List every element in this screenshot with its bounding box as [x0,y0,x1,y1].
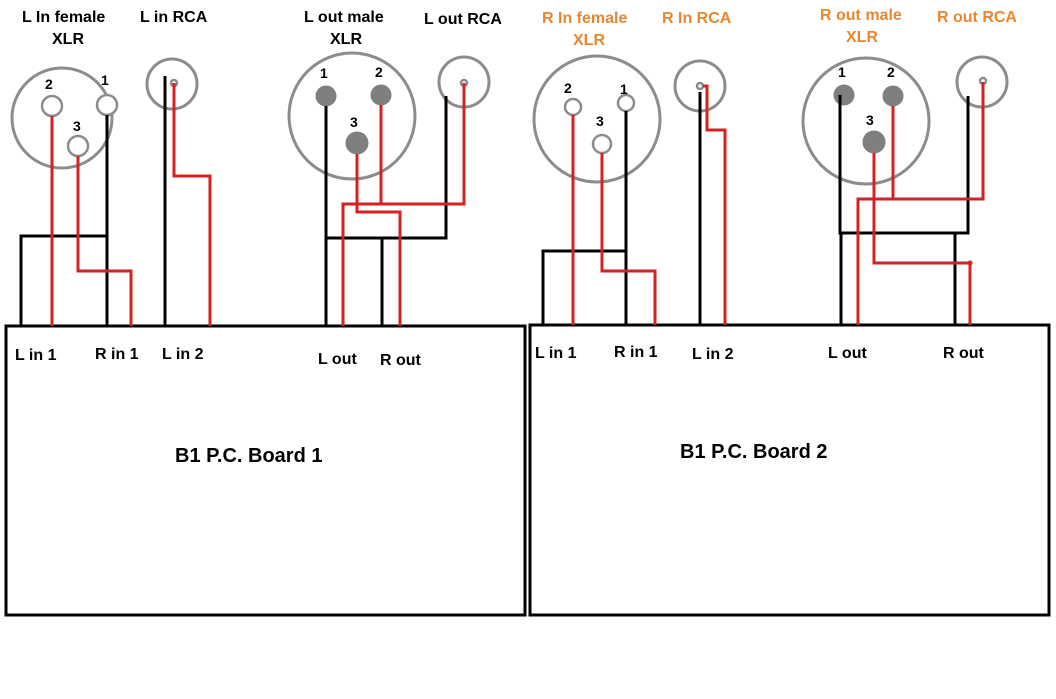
r-out-xlr-pin3-signal-wire [872,153,972,325]
r-in-rca-signal-wire [703,84,727,325]
board-1-terminal-l-out: L out [318,351,357,368]
r-out-xlr-pin-2-label: 2 [887,64,895,80]
l-in-xlr-pin-3-label: 3 [73,118,81,134]
l-out-xlr-pin-1-label: 1 [320,65,328,81]
r-out-xlr-pin-2 [882,85,904,107]
board-2-terminal-l-out: L out [828,345,867,362]
r-out-xlr-pin2-signal-wire [891,82,985,201]
l-out-xlr-pin-3-label: 3 [350,114,358,130]
board-2-terminal-l-in-2: L in 2 [692,346,734,363]
board-1-terminal-r-out: R out [380,352,422,369]
r-out-xlr-pin-3-label: 3 [866,112,874,128]
r-out-xlr-label-line2: XLR [846,29,878,46]
l-out-xlr-pin3-signal-wire [355,154,402,326]
r-in-xlr-pin-3 [591,133,613,155]
r-in-rca-label: R In RCA [662,10,732,27]
l-out-signal-wire-board-2 [856,197,893,325]
r-in-xlr-connector [532,54,662,184]
l-out-xlr-pin-2 [370,84,392,106]
l-in-xlr-pin-2 [40,94,64,118]
l-in-xlr-label-line1: L In female [22,9,105,26]
r-in-xlr-pin-1-label: 1 [620,81,628,97]
r-out-xlr-pin1-ground-wire [838,95,970,235]
board-2-title: B1 P.C. Board 2 [680,441,827,463]
l-in-xlr-connector [10,66,114,170]
l-out-xlr-connector [287,51,417,181]
r-out-xlr-pin-3 [862,130,886,154]
l-out-xlr-label-line2: XLR [330,31,362,48]
r-in-xlr-pin-2 [563,97,583,117]
board-2-terminal-r-in-1: R in 1 [614,344,658,361]
r-in-xlr-pin-1 [616,93,636,113]
r-in-xlr-pin3-signal-wire [600,153,657,325]
l-out-xlr-pin-3 [345,131,369,155]
r-in-xlr-pin-2-label: 2 [564,80,572,96]
r-out-rca-label: R out RCA [937,9,1017,26]
board-1-terminal-l-in-1: L in 1 [15,347,57,364]
pc-board-2 [528,323,1051,617]
pc-board-1 [4,324,527,617]
r-out-xlr-pin-1-label: 1 [838,64,846,80]
board-2-terminal-r-out: R out [943,345,985,362]
board-1-terminal-l-in-2: L in 2 [162,346,204,363]
r-in-xlr-label-line2: XLR [573,32,605,49]
r-out-xlr-label-line1: R out male [820,7,902,24]
l-in-rca-label: L in RCA [140,9,208,26]
l-in-rca-signal-wire [172,83,212,326]
board-2-terminal-l-in-1: L in 1 [535,345,577,362]
l-in-xlr-pin-2-label: 2 [45,76,53,92]
r-in-xlr-pin-3-label: 3 [596,113,604,129]
board-2-input-ground-bus [541,249,626,325]
r-in-xlr-label-line1: R In female [542,10,627,27]
r-out-junction-dot [967,260,973,266]
board-1-input-ground-bus [19,234,107,326]
l-out-xlr-pin-1 [315,85,337,107]
r-out-xlr-pin-1 [833,84,855,106]
l-out-rca-label: L out RCA [424,11,502,28]
l-in-xlr-pin-1-label: 1 [101,72,109,88]
r-in-rca-center [695,81,705,91]
board-1-terminal-r-in-1: R in 1 [95,346,139,363]
l-in-xlr-pin3-signal-wire [76,156,133,326]
l-out-signal-wire-board-1 [341,202,381,326]
board-1-title: B1 P.C. Board 1 [175,445,322,467]
l-out-xlr-pin-2-label: 2 [375,64,383,80]
l-in-xlr-label-line2: XLR [52,31,84,48]
l-in-xlr-pin-3 [66,134,90,158]
l-out-xlr-pin2-signal-wire [379,83,466,206]
l-out-xlr-label-line1: L out male [304,9,384,26]
l-in-xlr-pin-1 [95,93,119,117]
board-1-output-ground-bus [326,96,448,240]
